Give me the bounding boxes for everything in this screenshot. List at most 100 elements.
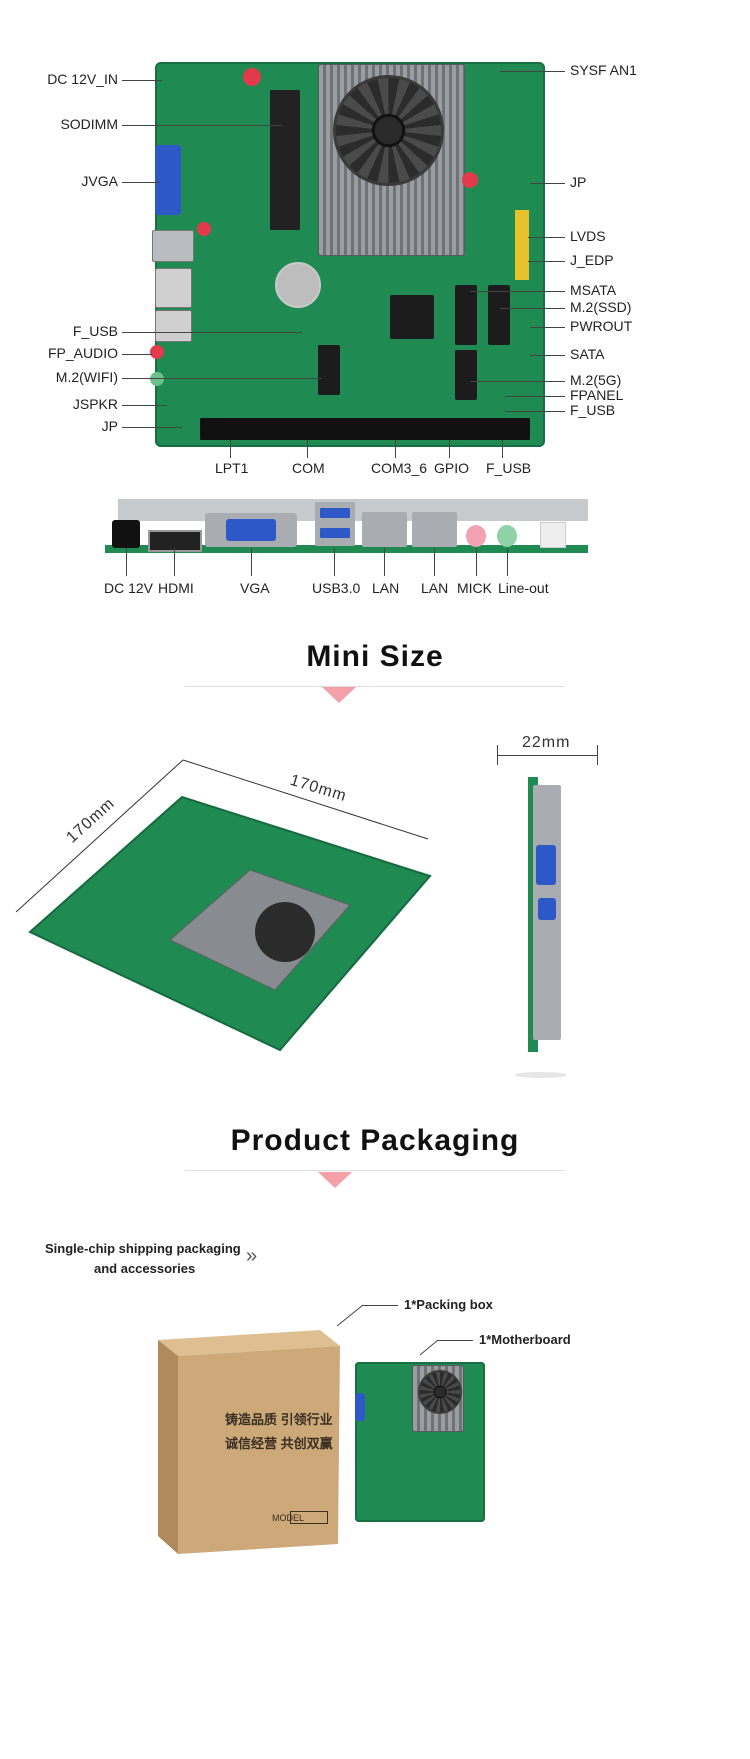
packing-box — [158, 1330, 340, 1554]
pointer-line — [122, 427, 182, 428]
label-sysfan1: SYSF AN1 — [570, 62, 637, 78]
pointer-line — [122, 80, 162, 81]
label-fp-audio: FP_AUDIO — [47, 345, 118, 361]
pointer-line — [395, 440, 396, 458]
box-text: 铸造品质 引领行业 诚信经营 共创双赢 — [225, 1408, 333, 1456]
io-label-usb3: USB3.0 — [312, 580, 361, 596]
io-label-lan1: LAN — [372, 580, 400, 596]
label-com: COM — [292, 460, 325, 476]
box-model-field — [290, 1511, 328, 1524]
isometric-board — [15, 759, 432, 1052]
lan-port — [155, 310, 192, 342]
usb3-port-inner — [320, 508, 350, 518]
pointer-line — [122, 405, 167, 406]
io-label-vga: VGA — [240, 580, 270, 596]
packaging-title: Product Packaging — [230, 1124, 520, 1157]
box-model-label: MODEL — [272, 1513, 305, 1523]
title-triangle — [322, 687, 356, 703]
lan-port-1 — [362, 512, 407, 547]
pointer-line — [307, 440, 308, 458]
dim-height-label: 22mm — [522, 734, 571, 751]
label-sodimm: SODIMM — [60, 116, 118, 132]
dim-line-depth — [15, 759, 184, 913]
coin-battery — [275, 262, 321, 308]
label-lpt1: LPT1 — [215, 460, 249, 476]
usb3-port-inner — [320, 528, 350, 538]
label-gpio: GPIO — [434, 460, 470, 476]
pointer-line — [530, 327, 565, 328]
pointer-line — [502, 440, 503, 458]
label-f-usb-right: F_USB — [570, 402, 616, 418]
lan-port — [155, 268, 192, 308]
label-fpanel: FPANEL — [570, 387, 624, 403]
pointer-line — [122, 182, 160, 183]
pointer-line — [528, 261, 565, 262]
pointer-line — [530, 183, 565, 184]
bottom-headers — [200, 418, 530, 440]
dc-jack — [112, 520, 140, 548]
box-text-line1: 铸造品质 引领行业 — [225, 1412, 333, 1427]
pointer-line — [449, 440, 450, 458]
pointer-line — [507, 548, 508, 576]
pointer-line — [470, 381, 565, 382]
pointer-diagonal — [419, 1339, 439, 1356]
io-label-mick: MICK — [457, 580, 492, 596]
packaging-description-line1: Single-chip shipping packaging — [45, 1241, 241, 1256]
title-rule — [185, 686, 565, 687]
pointer-line — [470, 291, 565, 292]
line-out-jack — [497, 525, 517, 547]
pointer-line — [122, 332, 302, 333]
io-label-dc12v: DC 12V — [104, 580, 154, 596]
pointer-line — [122, 354, 152, 355]
usb-port — [152, 230, 194, 262]
pointer-line — [434, 548, 435, 576]
board-iso-fan — [255, 902, 315, 962]
box-text-line2: 诚信经营 共创双赢 — [225, 1436, 333, 1451]
ite-chip — [390, 295, 434, 339]
label-f-usb-left: F_USB — [72, 323, 118, 339]
hdmi-port — [148, 530, 202, 552]
label-lvds: LVDS — [570, 228, 606, 244]
io-label-lan2: LAN — [421, 580, 449, 596]
audio-jack — [150, 345, 164, 359]
pointer-line — [251, 548, 252, 576]
pointer-line — [122, 125, 282, 126]
white-connector — [540, 522, 566, 548]
label-jp-right: JP — [570, 174, 587, 190]
capacitor — [243, 68, 261, 86]
label-dc12v-in: DC 12V_IN — [47, 71, 118, 87]
side-view-vga — [536, 845, 556, 885]
pointer-line — [334, 548, 335, 576]
audio-jack — [150, 372, 164, 386]
cpu-fan — [333, 75, 444, 186]
lan-port-2 — [412, 512, 457, 547]
vga-connector — [155, 145, 181, 215]
capacitor — [462, 172, 478, 188]
label-sata: SATA — [570, 346, 605, 362]
pointer-diagonal — [336, 1304, 364, 1327]
label-f-usb-bottom: F_USB — [486, 460, 532, 476]
label-m2-wifi: M.2(WIFI) — [55, 369, 118, 385]
packaging-vga — [355, 1393, 365, 1421]
pointer-line — [437, 1340, 473, 1341]
io-panel-pcb — [105, 545, 588, 553]
pointer-line — [528, 237, 565, 238]
m2-5g-slot — [455, 350, 477, 400]
m2-ssd-slot — [455, 285, 477, 345]
packaging-fan — [418, 1370, 462, 1414]
pointer-line — [505, 411, 565, 412]
pointer-line — [500, 71, 565, 72]
dim-line-height — [497, 755, 597, 756]
pointer-line — [476, 548, 477, 576]
side-view-shadow — [515, 1072, 567, 1078]
lvds-connector — [515, 210, 529, 280]
label-m2-5g: M.2(5G) — [570, 372, 622, 388]
io-label-hdmi: HDMI — [158, 580, 194, 596]
label-com3-6: COM3_6 — [371, 460, 428, 476]
packaging-description-line2: and accessories — [94, 1261, 196, 1276]
pointer-line — [122, 378, 322, 379]
chevron-right-icon: » — [246, 1245, 258, 1267]
label-jp-left: JP — [101, 418, 118, 434]
mini-size-title: Mini Size — [306, 640, 444, 673]
title-rule — [185, 1170, 565, 1171]
